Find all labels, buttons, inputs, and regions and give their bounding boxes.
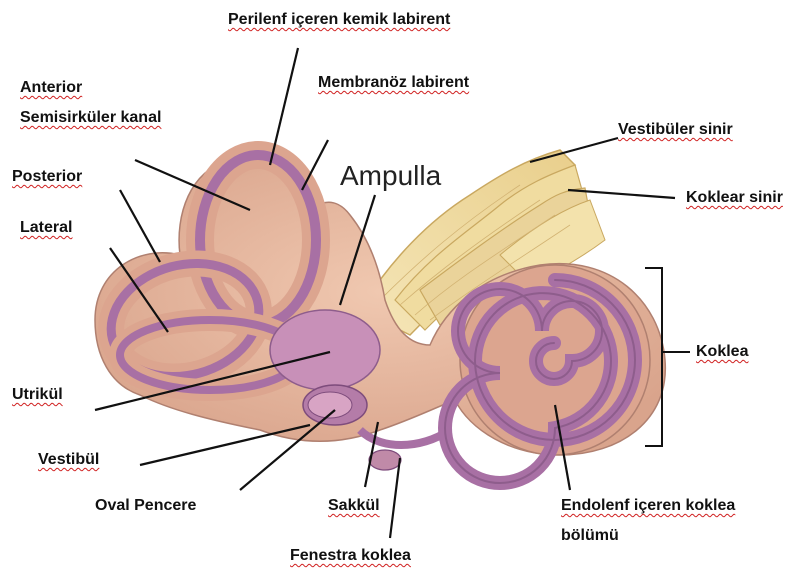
label-oval-pencere: Oval Pencere [95, 496, 196, 516]
label-lateral: Lateral [20, 218, 72, 238]
label-semisirkuler: Semisirküler kanal [20, 108, 161, 128]
label-endolenf-line1: Endolenf içeren koklea [561, 496, 735, 516]
label-endolenf-line2: bölümü [561, 526, 619, 546]
label-ampulla: Ampulla [340, 160, 441, 192]
label-utrikul: Utrikül [12, 385, 63, 405]
label-vestibul: Vestibül [38, 450, 99, 470]
label-membranoz: Membranöz labirent [318, 73, 469, 93]
cochlea-illustration [445, 265, 650, 483]
label-fenestra-koklea: Fenestra koklea [290, 546, 411, 566]
label-vestibuler-sinir: Vestibüler sinir [618, 120, 733, 140]
label-sakkul: Sakkül [328, 496, 380, 516]
label-anterior: Anterior [20, 78, 82, 98]
label-koklear-sinir: Koklear sinir [686, 188, 783, 208]
label-perilenf: Perilenf içeren kemik labirent [228, 10, 450, 30]
label-koklea: Koklea [696, 342, 748, 362]
label-posterior: Posterior [12, 167, 82, 187]
